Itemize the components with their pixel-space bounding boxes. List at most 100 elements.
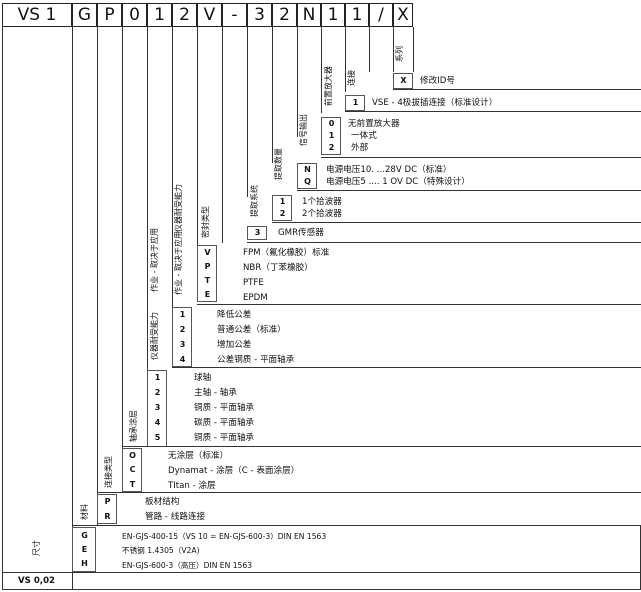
row-text: 铜质 - 平面轴承: [194, 433, 255, 443]
divider: [297, 190, 641, 191]
row-text: 公差钢质 - 平面轴承: [217, 355, 295, 365]
header-cell: /: [369, 3, 393, 27]
divider: [272, 222, 641, 223]
code-1: 1: [179, 310, 186, 319]
code-cell: [172, 307, 192, 367]
code-0: 0: [328, 119, 335, 128]
code-2: 2: [154, 388, 161, 397]
section-label-bearing: 轴承涂层: [129, 410, 138, 442]
row-text: 电源电压5 .... 1 OV DC（特殊设计）: [326, 177, 470, 187]
header-char: -: [231, 5, 238, 25]
header-cell: 1: [147, 3, 172, 27]
divider: [72, 525, 641, 526]
code-t: T: [129, 480, 136, 489]
header-char: 1: [154, 5, 165, 25]
code-x: X: [400, 76, 407, 85]
divider: [413, 27, 414, 72]
code-2: 2: [328, 143, 335, 152]
divider: [172, 27, 173, 367]
code-v: V: [204, 248, 211, 257]
divider: [2, 589, 641, 590]
header-char: G: [77, 5, 92, 25]
code-g: G: [81, 531, 88, 540]
header-cell: 2: [172, 3, 197, 27]
code-cell: [72, 527, 96, 572]
section-label-seal: 密封类型: [201, 206, 210, 238]
divider: [197, 27, 198, 302]
header-char: P: [104, 5, 115, 25]
header-char: 0: [129, 5, 140, 25]
row-text: EN-GJS-400-15（VS 10 = EN-GJS-600-3）DIN E…: [122, 532, 327, 541]
header-char: 1: [327, 5, 339, 25]
row-text: 碳质 - 平面轴承: [194, 418, 255, 428]
divider: [297, 27, 298, 137]
header-char: /: [378, 5, 384, 25]
section-label-tolerance-lower: 仪器耐受能力: [150, 312, 159, 360]
divider: [172, 367, 641, 368]
divider: [2, 572, 641, 573]
header-char: 1: [351, 5, 363, 25]
divider: [345, 111, 641, 112]
code-e: E: [204, 290, 211, 299]
section-label-tolerance-application-lower: 作业 - 取决于应用: [150, 228, 159, 292]
header-cell: G: [72, 3, 97, 27]
header-cell: 2: [272, 3, 297, 27]
row-text: FPM（氟化橡胶）标准: [243, 248, 330, 258]
divider: [97, 27, 98, 525]
section-label-tolerance-application: 作业 - 取决于应用: [174, 231, 183, 295]
code-r: R: [104, 512, 111, 521]
row-text: 1个拾波器: [302, 197, 342, 207]
row-text: 球轴: [194, 373, 212, 383]
code-4: 4: [179, 355, 186, 364]
row-text: NBR（丁苯橡胶）: [243, 263, 313, 273]
row-text: 2个拾波器: [302, 209, 342, 219]
row-text: VSE - 4极拔插连接（标准设计）: [372, 98, 498, 108]
code-4: 4: [154, 418, 161, 427]
row-text: 铜质 - 平面轴承: [194, 403, 255, 413]
section-label-pickup-system: 提取系统: [250, 185, 259, 217]
code-3: 3: [179, 340, 186, 349]
code-p: P: [204, 262, 211, 271]
code-t: T: [204, 276, 211, 285]
code-cell: [247, 226, 267, 240]
row-text: 无涂层（标准）: [168, 451, 229, 461]
divider: [393, 27, 394, 72]
header-char: V: [203, 5, 216, 25]
divider: [369, 27, 370, 72]
row-text: 一体式: [351, 131, 377, 141]
code-c: C: [129, 465, 136, 474]
row-text: TItan - 涂层: [168, 481, 216, 491]
header-cell: -: [222, 3, 247, 27]
code-cell: [345, 95, 365, 111]
code-e: E: [81, 545, 88, 554]
divider: [122, 446, 641, 447]
code-cell: [122, 448, 142, 492]
section-label-preamp: 前置放大器: [324, 66, 333, 106]
section-label-tolerance: 仪器耐受能力: [174, 184, 183, 232]
section-label-coating: 连接类型: [104, 456, 113, 488]
code-cell: [272, 195, 292, 221]
row-text: EPDM: [243, 293, 268, 303]
row-text: 无前置放大器: [348, 119, 400, 129]
code-cell: [197, 245, 217, 302]
row-text: 降低公差: [217, 310, 252, 320]
section-label-size: 尺寸: [32, 540, 41, 556]
divider: [272, 27, 273, 163]
code-1: 1: [328, 131, 335, 140]
code-o: O: [129, 451, 136, 460]
row-text: EN-GJS-600-3（高压）DIN EN 1563: [122, 561, 253, 570]
header-char: N: [302, 5, 316, 25]
row-text: 板材结构: [145, 497, 180, 507]
divider: [247, 27, 248, 197]
code-cell: [321, 117, 341, 155]
header-cell: X: [393, 3, 413, 27]
header-char: X: [397, 5, 409, 25]
code-h: H: [81, 559, 88, 568]
code-cell: [297, 163, 317, 189]
code-1: 1: [279, 197, 286, 206]
divider: [72, 27, 73, 590]
section-label-connection: 连接: [347, 70, 356, 86]
header-char: 3: [254, 5, 265, 25]
row-text: PTFE: [243, 278, 264, 288]
